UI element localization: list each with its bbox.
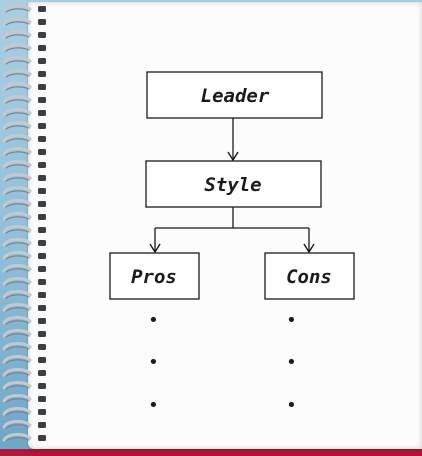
- node-cons-label: Cons: [286, 266, 332, 288]
- binding-ring: [2, 212, 46, 221]
- node-pros: Pros: [109, 252, 200, 300]
- binding-ring: [2, 134, 46, 143]
- binding-ring: [2, 420, 46, 429]
- binding-ring: [2, 173, 46, 182]
- binding-ring: [2, 407, 46, 416]
- binding-ring: [2, 30, 46, 39]
- binding-ring: [2, 147, 46, 156]
- pros-bullets: • • •: [148, 310, 159, 416]
- binding-ring: [2, 4, 46, 13]
- binding-ring: [2, 316, 46, 325]
- binding-ring: [2, 277, 46, 286]
- pros-bullet: •: [148, 395, 159, 416]
- binding-ring: [2, 303, 46, 312]
- node-style-label: Style: [204, 174, 261, 196]
- node-pros-label: Pros: [131, 266, 177, 288]
- binding-ring: [2, 290, 46, 299]
- node-leader: Leader: [146, 71, 323, 119]
- cons-bullets: • • •: [286, 310, 297, 416]
- binding-ring: [2, 251, 46, 260]
- binding-ring: [2, 186, 46, 195]
- binding-ring: [2, 199, 46, 208]
- binding-ring: [2, 225, 46, 234]
- node-leader-label: Leader: [201, 85, 270, 107]
- binding-ring: [2, 43, 46, 52]
- binding-ring: [2, 342, 46, 351]
- cons-bullet: •: [286, 395, 297, 416]
- binding-ring: [2, 381, 46, 390]
- binding-ring: [2, 355, 46, 364]
- binding-ring: [2, 95, 46, 104]
- binding-ring: [2, 394, 46, 403]
- binding-ring: [2, 82, 46, 91]
- binding-ring: [2, 329, 46, 338]
- binding-ring: [2, 368, 46, 377]
- cons-bullet: •: [286, 352, 297, 373]
- binding-ring: [2, 69, 46, 78]
- pros-bullet: •: [148, 310, 159, 331]
- binding-ring: [2, 121, 46, 130]
- binding-ring: [2, 238, 46, 247]
- node-cons: Cons: [264, 252, 355, 300]
- spiral-binding: [2, 4, 46, 442]
- binding-ring: [2, 108, 46, 117]
- cons-bullet: •: [286, 310, 297, 331]
- pros-bullet: •: [148, 352, 159, 373]
- binding-ring: [2, 17, 46, 26]
- binding-ring: [2, 264, 46, 273]
- binding-ring: [2, 433, 46, 442]
- binding-ring: [2, 56, 46, 65]
- bottom-accent-stripe: [0, 449, 422, 456]
- binding-ring: [2, 160, 46, 169]
- node-style: Style: [145, 160, 322, 208]
